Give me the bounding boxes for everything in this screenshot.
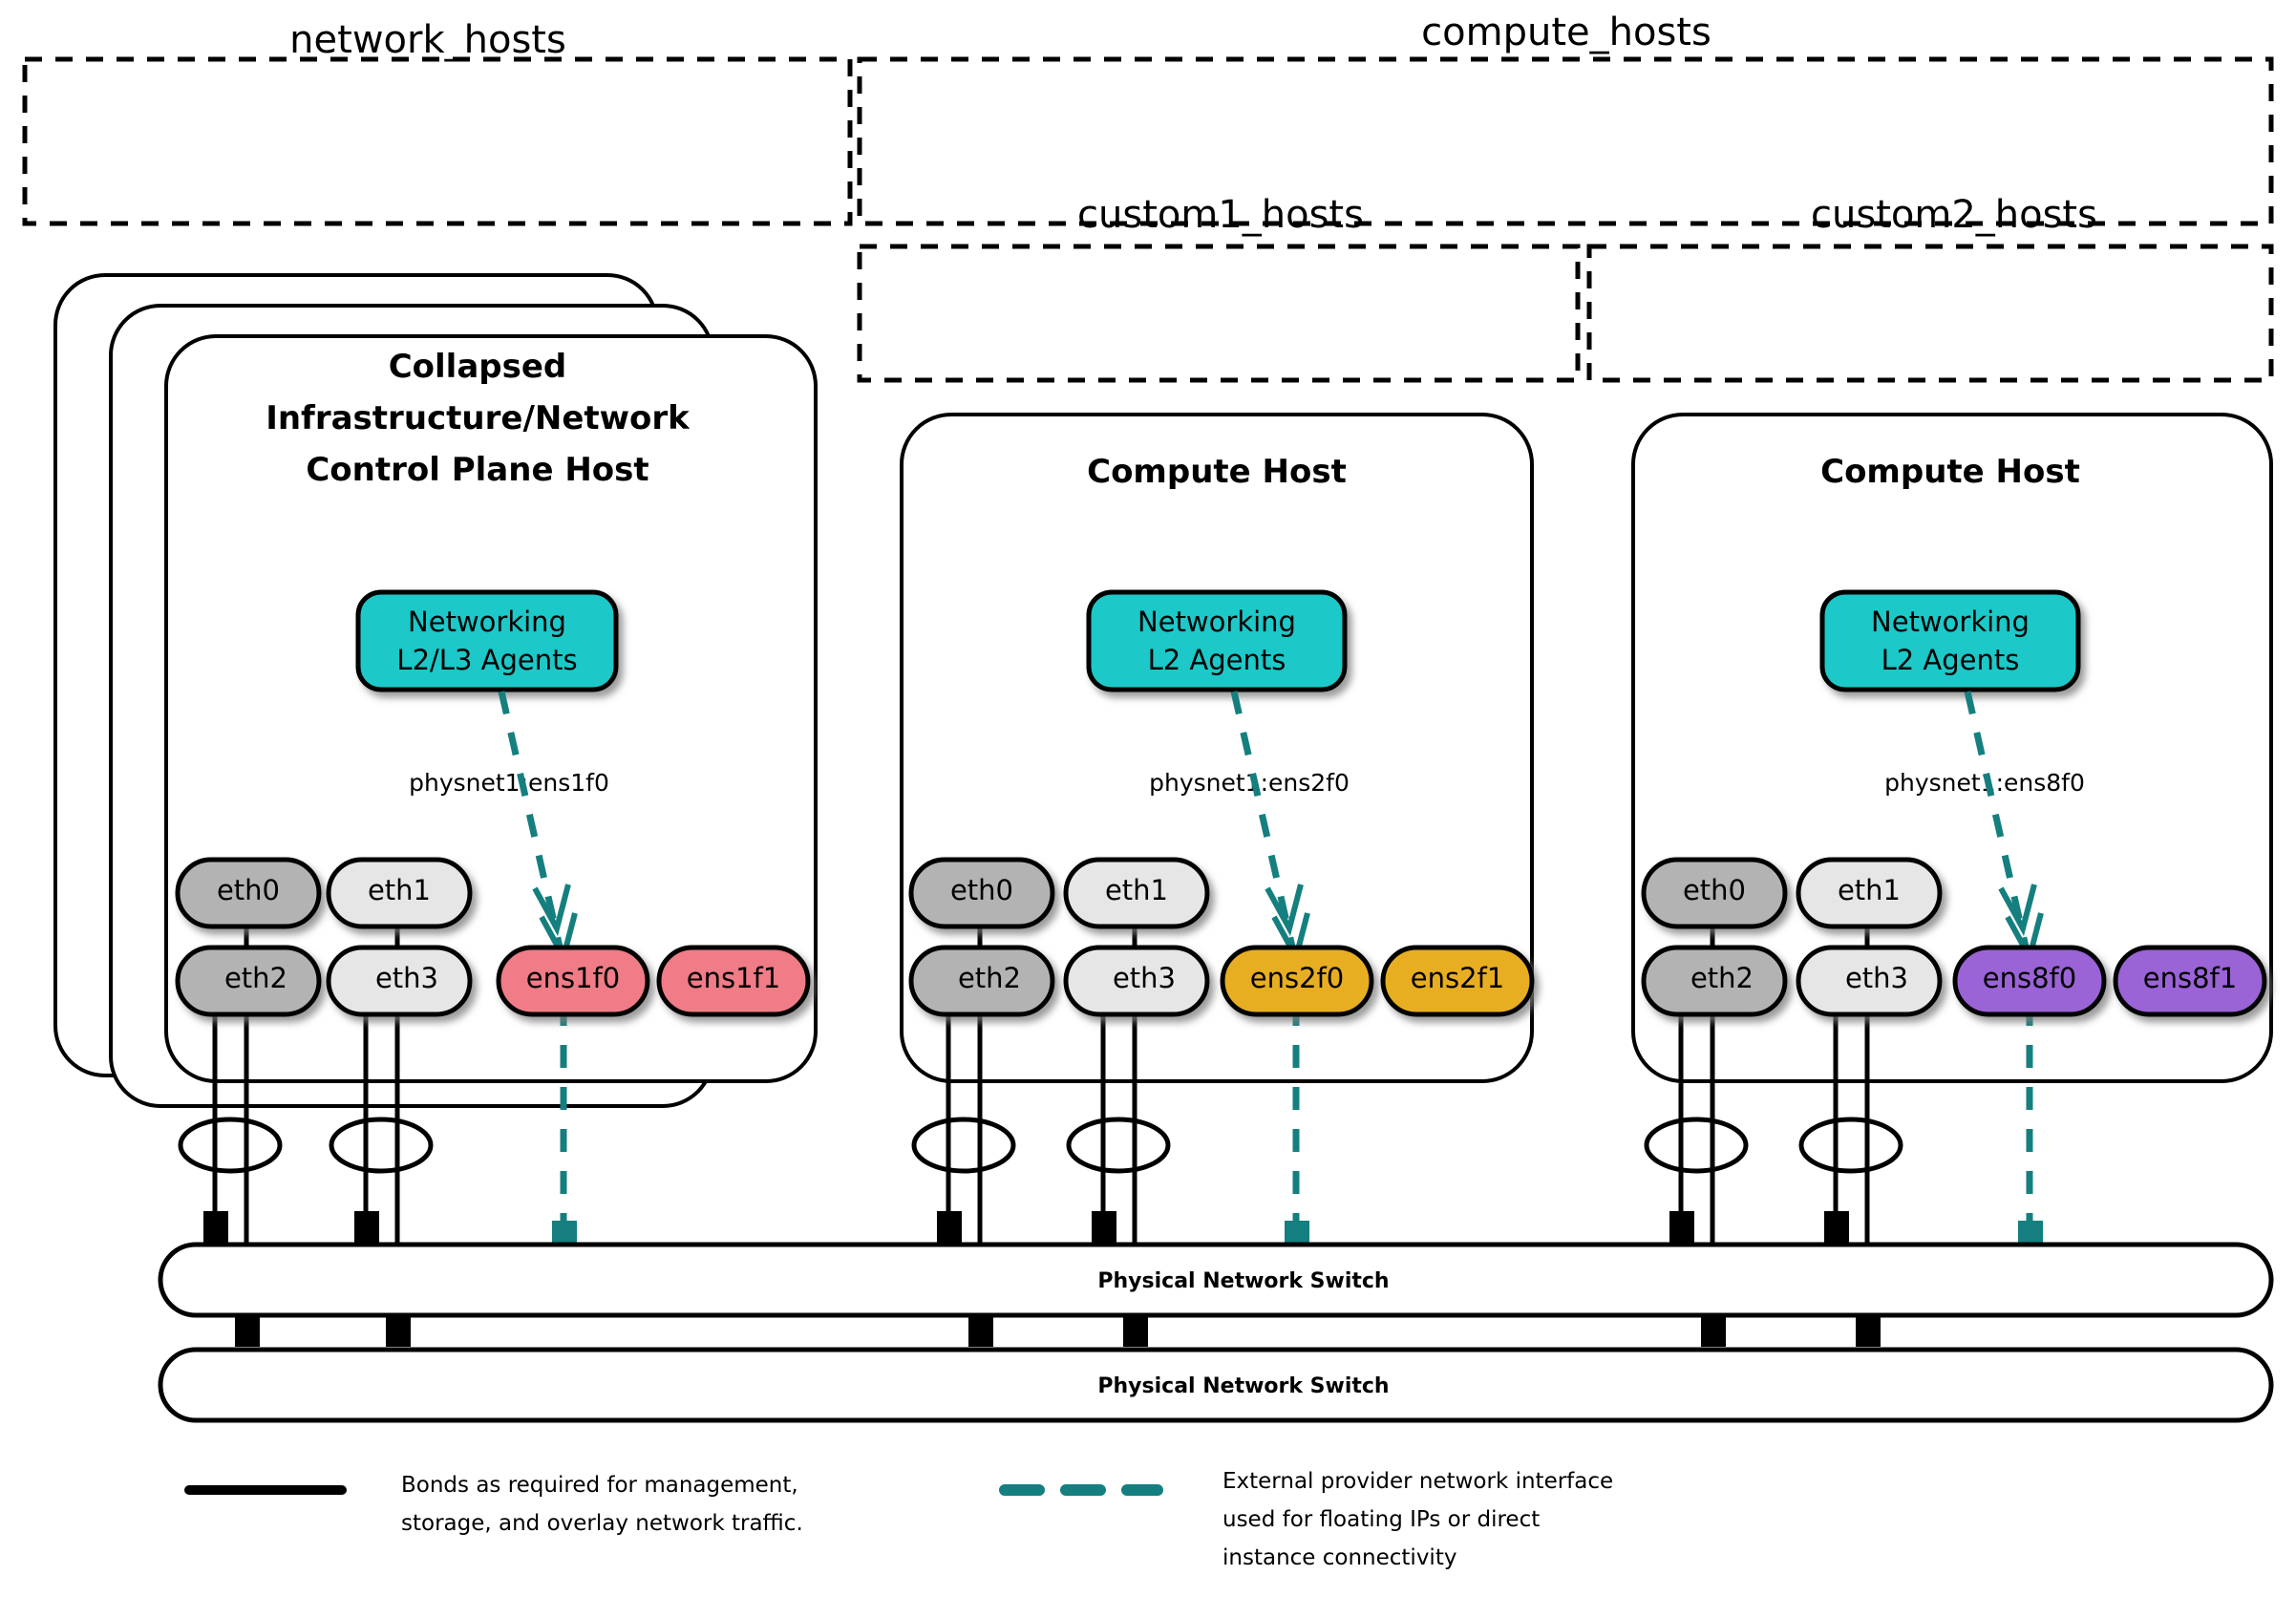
group-box-network-hosts [22, 56, 853, 226]
host-title-line-3: Control Plane Host [306, 451, 648, 489]
nic-label: eth3 [375, 962, 438, 994]
legend-provider: External provider network interface used… [999, 1469, 1613, 1570]
nic-pill-host1-eth3: eth3 [326, 945, 473, 1017]
host-title-compute-host-1: Compute Host [1087, 453, 1347, 491]
agent-box-compute-host-1: Networking L2 Agents [1086, 589, 1348, 692]
switch-top: Physical Network Switch [158, 1242, 2274, 1318]
nic-label: eth1 [368, 874, 431, 906]
nic-label: ens2f1 [1411, 962, 1504, 994]
physnet-label-host-2: physnet1:ens2f0 [1149, 769, 1350, 797]
bond-ellipse [1798, 1117, 1903, 1174]
physnet-label-host-3: physnet1:ens8f0 [1884, 769, 2085, 797]
host-title-compute-host-2: Compute Host [1820, 453, 2080, 491]
nic-pill-host3-eth3: eth3 [1796, 945, 1943, 1017]
physnet-label-host-1: physnet1:ens1f0 [409, 769, 609, 797]
nic-pill-host1-eth2: eth2 [175, 945, 322, 1017]
legend-bond-text-line-1: Bonds as required for management, [401, 1473, 798, 1498]
nic-label: ens8f1 [2143, 962, 2237, 994]
nic-pill-host3-ens8f1: ens8f1 [2113, 945, 2267, 1017]
bond-ellipses [178, 1117, 1903, 1174]
agent-label-line-1: Networking [1137, 606, 1296, 638]
group-title-network-hosts: network_hosts [289, 18, 566, 62]
nic-label: ens1f0 [526, 962, 620, 994]
nic-pill-host2-ens2f0: ens2f0 [1220, 945, 1374, 1017]
nic-label: eth0 [1683, 874, 1746, 906]
nic-pill-host2-ens2f1: ens2f1 [1380, 945, 1535, 1017]
agent-box-collapsed-control-plane-host: Networking L2/L3 Agents [355, 589, 619, 692]
legend-bond-text-line-2: storage, and overlay network traffic. [401, 1511, 803, 1536]
nic-pill-host3-ens8f0: ens8f0 [1952, 945, 2107, 1017]
provider-link-host-1 [498, 691, 578, 1259]
switch-label: Physical Network Switch [1097, 1374, 1389, 1398]
nic-label: eth3 [1113, 962, 1176, 994]
agent-label-line-2: L2 Agents [1148, 644, 1286, 676]
legend-bond: Bonds as required for management, storag… [184, 1473, 803, 1536]
legend-provider-text-line-1: External provider network interface [1222, 1469, 1613, 1494]
bond-ellipse [1066, 1117, 1171, 1174]
switch-label: Physical Network Switch [1097, 1269, 1389, 1293]
nic-label: ens2f0 [1250, 962, 1344, 994]
bond-ellipse [911, 1117, 1016, 1174]
agent-label-line-1: Networking [1871, 606, 2030, 638]
bond-ellipse [1644, 1117, 1749, 1174]
bond-ellipse [178, 1117, 283, 1174]
nic-pill-host1-ens1f1: ens1f1 [656, 945, 811, 1017]
nic-pill-host1-eth0: eth0 [175, 857, 322, 929]
switch-bottom: Physical Network Switch [158, 1347, 2274, 1423]
group-box-custom2-hosts [1586, 244, 2274, 383]
nic-pill-host2-eth0: eth0 [908, 857, 1055, 929]
nic-pill-host2-eth2: eth2 [908, 945, 1055, 1017]
nic-label: eth0 [950, 874, 1013, 906]
group-title-custom2-hosts: custom2_hosts [1811, 193, 2097, 237]
agent-box-compute-host-2: Networking L2 Agents [1819, 589, 2081, 692]
agent-label-line-2: L2 Agents [1881, 644, 2020, 676]
nic-pill-host3-eth0: eth0 [1641, 857, 1788, 929]
nic-label: eth2 [958, 962, 1021, 994]
nic-pill-host2-eth1: eth1 [1063, 857, 1210, 929]
host-title-line-2: Infrastructure/Network [266, 399, 691, 437]
nic-label: ens8f0 [1983, 962, 2076, 994]
nic-pill-host2-eth3: eth3 [1063, 945, 1210, 1017]
agent-label-line-1: Networking [408, 606, 566, 638]
group-box-custom1-hosts [857, 244, 1581, 383]
nic-label: eth0 [217, 874, 280, 906]
agent-label-line-2: L2/L3 Agents [396, 644, 577, 676]
nic-pill-host3-eth1: eth1 [1796, 857, 1943, 929]
legend-provider-text-line-2: used for floating IPs or direct [1222, 1507, 1540, 1532]
nic-label: eth3 [1845, 962, 1908, 994]
group-title-custom1-hosts: custom1_hosts [1077, 193, 1364, 237]
group-boundaries [22, 56, 2274, 383]
bond-ellipse [329, 1117, 434, 1174]
nic-label: eth1 [1105, 874, 1168, 906]
nic-pill-host3-eth2: eth2 [1641, 945, 1788, 1017]
nic-pill-host1-eth1: eth1 [326, 857, 473, 929]
group-box-compute-hosts [857, 56, 2274, 226]
nic-label: eth2 [224, 962, 287, 994]
host-title-line-1: Collapsed [389, 348, 567, 386]
nic-label: ens1f1 [687, 962, 780, 994]
nic-label: eth1 [1838, 874, 1901, 906]
nic-label: eth2 [1690, 962, 1754, 994]
legend-provider-text-line-3: instance connectivity [1222, 1545, 1456, 1570]
host-card-compute-host-1 [900, 413, 1534, 1083]
nic-pill-host1-ens1f0: ens1f0 [496, 945, 650, 1017]
host-card-compute-host-2 [1631, 413, 2273, 1083]
group-title-compute-hosts: compute_hosts [1421, 11, 1711, 54]
